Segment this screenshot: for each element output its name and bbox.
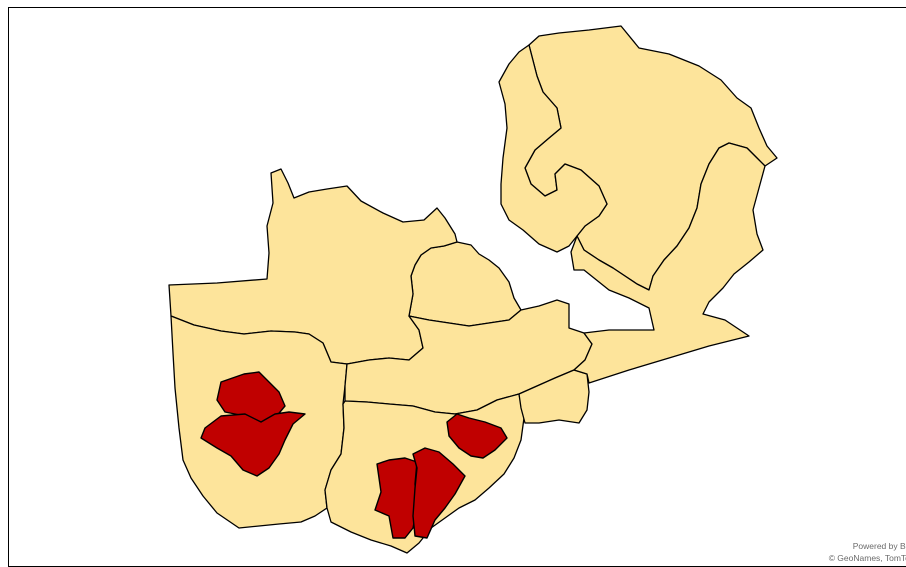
map-canvas[interactable] [9, 8, 906, 559]
region-muchinga[interactable] [570, 142, 766, 384]
region-north-central[interactable] [408, 241, 522, 327]
highlight-region-west-upper[interactable] [216, 371, 286, 423]
attribution-powered-by: Powered by Bing [852, 541, 906, 551]
highlight-region-southeast[interactable] [446, 413, 508, 459]
highlight-region-south-right[interactable] [412, 447, 466, 539]
highlight-region-west-lower[interactable] [200, 411, 306, 477]
region-east-central[interactable] [518, 369, 590, 424]
map-frame: Powered by Bing © GeoNames, TomTom [8, 7, 906, 567]
region-luapula[interactable] [498, 44, 608, 253]
highlight-region-south-left[interactable] [374, 457, 418, 539]
attribution-copyright: © GeoNames, TomTom [828, 553, 906, 563]
map-attribution: Powered by Bing © GeoNames, TomTom [829, 540, 906, 564]
highlighted-regions-layer [200, 371, 508, 539]
